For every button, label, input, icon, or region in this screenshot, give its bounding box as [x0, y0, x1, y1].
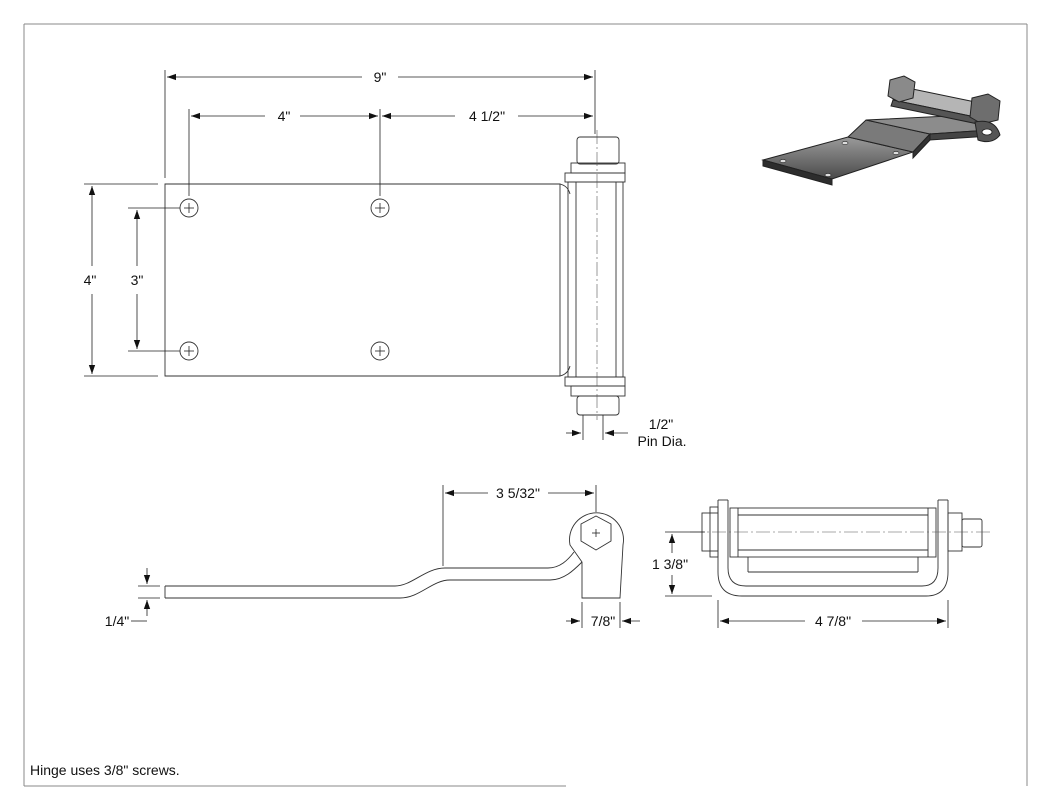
dim-plate-thickness-label: 1/4"	[105, 613, 129, 629]
dim-bracket-height-label: 1 3/8"	[652, 556, 688, 572]
isometric-view	[761, 75, 1001, 186]
dim-hole-spacing-right-label: 4 1/2"	[469, 108, 505, 124]
screw-holes	[179, 198, 390, 361]
dim-offset-label: 3 5/32"	[496, 485, 540, 501]
dim-hole-spacing-vertical-label: 3"	[131, 272, 144, 288]
side-view: 3 5/32" 1/4" 7/8"	[105, 485, 640, 629]
top-view: 9" 4" 4 1/2" 4" 3"	[84, 69, 687, 449]
dim-pin-diameter-label: Pin Dia.	[637, 433, 686, 449]
front-view: 1 3/8" 4 7/8"	[652, 499, 990, 629]
dim-pin-diameter-value: 1/2"	[649, 416, 673, 432]
screw-note: Hinge uses 3/8" screws.	[30, 762, 180, 778]
hinge-knuckle-top	[564, 130, 626, 420]
hinge-plate-top	[164, 183, 571, 377]
screw-hole	[179, 341, 199, 361]
dim-hole-spacing-horizontal: 4" 4 1/2"	[188, 108, 593, 196]
dim-bracket-width: 4 7/8"	[717, 600, 949, 629]
dim-overall-width-label: 4"	[84, 272, 97, 288]
dim-pin-diameter: 1/2" Pin Dia.	[566, 415, 687, 449]
dim-offset: 3 5/32"	[442, 485, 597, 566]
dim-hole-spacing-left-label: 4"	[278, 108, 291, 124]
hinge-bracket-front	[690, 499, 990, 597]
dim-knuckle-width: 7/8"	[566, 602, 640, 629]
dim-overall-width: 4"	[84, 183, 158, 377]
screw-hole	[370, 198, 390, 218]
hinge-profile-side	[164, 512, 624, 599]
screw-hole	[179, 198, 199, 218]
dim-overall-length-label: 9"	[374, 69, 387, 85]
dim-knuckle-width-label: 7/8"	[591, 613, 615, 629]
screw-hole	[370, 341, 390, 361]
dim-plate-thickness: 1/4"	[105, 568, 160, 629]
dim-bracket-height: 1 3/8"	[652, 531, 712, 597]
dim-overall-length: 9"	[164, 69, 596, 178]
drawing-frame	[23, 23, 1028, 787]
dim-hole-spacing-vertical: 3"	[128, 207, 180, 352]
dim-bracket-width-label: 4 7/8"	[815, 613, 851, 629]
